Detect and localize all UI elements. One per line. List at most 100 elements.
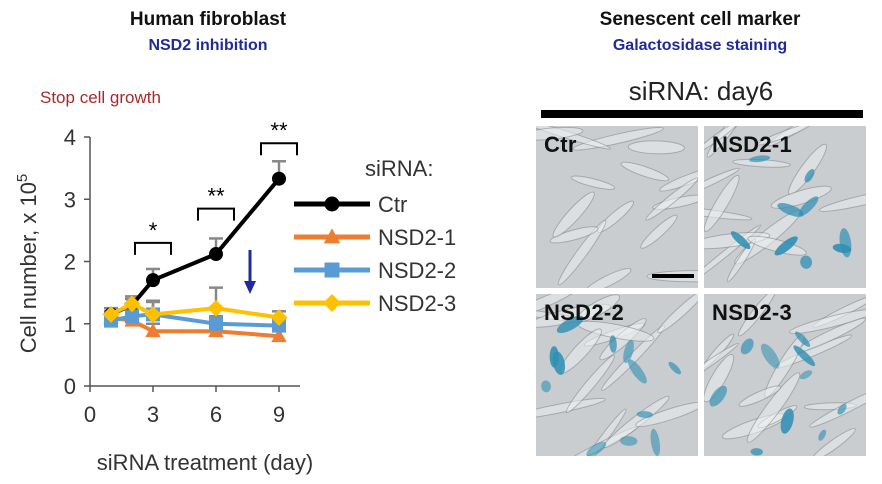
- cell-outline: [789, 309, 866, 334]
- scale-bar: [652, 274, 694, 278]
- legend-marker-nsd2-1: [323, 228, 341, 244]
- significance-label: *: [149, 218, 158, 243]
- cell-outline: [645, 177, 698, 221]
- cell-outline: [549, 226, 599, 244]
- data-point-nsd2-3: [207, 299, 225, 317]
- stain-spot: [549, 346, 559, 368]
- cell-outline: [640, 214, 678, 249]
- data-point-nsd2-2: [125, 309, 139, 324]
- cell-outline: [704, 205, 753, 221]
- down-arrow-head-icon: [244, 281, 256, 294]
- stain-spot: [832, 243, 852, 253]
- cell-outline: [704, 126, 739, 153]
- significance-bracket: [134, 241, 172, 255]
- stain-spot: [839, 228, 852, 258]
- stain-spot: [800, 255, 813, 269]
- stain-spot: [730, 231, 751, 250]
- growth-annotation: Stop cell growth: [40, 88, 161, 107]
- data-point-ctr: [209, 247, 223, 262]
- legend-label-nsd2-2: NSD2-2: [378, 258, 456, 283]
- left-subtitle: NSD2 inhibition: [148, 37, 268, 54]
- cell-outline: [627, 140, 685, 155]
- legend-marker-nsd2-3: [323, 294, 341, 312]
- stain-spot: [799, 370, 813, 380]
- cell-outline: [704, 231, 771, 250]
- panel-ctr: Ctr: [536, 126, 698, 288]
- banner-label: siRNA: day6: [628, 76, 774, 106]
- stain-spot: [619, 436, 638, 446]
- left-title: Human fibroblast: [129, 9, 287, 30]
- significance-bracket: [197, 207, 235, 221]
- cell-outline: [565, 355, 615, 414]
- legend-label-nsd2-1: NSD2-1: [378, 225, 456, 250]
- y-tick-label: 3: [64, 187, 76, 212]
- x-axis-label: siRNA treatment (day): [97, 450, 313, 475]
- x-tick-label: 3: [147, 402, 159, 427]
- panel-nsd2-1: NSD2-1: [704, 126, 866, 288]
- significance-label: **: [270, 118, 288, 143]
- stain-spot: [628, 359, 647, 384]
- y-tick-label: 2: [64, 250, 76, 275]
- cell-outline: [536, 126, 584, 141]
- data-point-nsd2-3: [270, 309, 288, 326]
- y-tick-label: 1: [64, 312, 76, 337]
- cell-outline: [809, 384, 866, 428]
- stain-spot: [793, 345, 816, 367]
- stain-spot: [609, 335, 617, 353]
- cell-outline: [738, 385, 782, 407]
- legend-label-nsd2-3: NSD2-3: [378, 291, 456, 316]
- cell-outline: [738, 294, 777, 337]
- cell-outline: [818, 187, 866, 212]
- cell-outline: [536, 294, 580, 322]
- stain-spot: [750, 448, 763, 456]
- data-point-nsd2-3: [102, 306, 120, 323]
- stain-spot: [804, 169, 815, 183]
- legend-marker-nsd2-2: [324, 262, 340, 278]
- data-point-nsd2-3: [144, 306, 162, 323]
- cell-outline: [620, 161, 670, 182]
- panel-label-ctr: Ctr: [544, 132, 577, 157]
- stain-spot: [541, 380, 551, 393]
- legend-label-ctr: Ctr: [378, 192, 407, 217]
- cell-outline: [704, 342, 739, 392]
- stain-spot: [818, 429, 827, 441]
- stain-spot: [556, 315, 584, 334]
- panel-nsd2-3: NSD2-3: [704, 294, 866, 456]
- right-title: Senescent cell marker: [599, 9, 801, 30]
- stain-spot: [740, 338, 754, 355]
- stain-spot: [777, 202, 804, 217]
- stain-spot: [623, 339, 634, 364]
- cell-outline: [557, 219, 607, 286]
- y-axis-label: Cell number, x 105: [14, 174, 41, 354]
- stain-spot: [650, 428, 661, 456]
- x-tick-label: 0: [84, 402, 96, 427]
- legend-title: siRNA:: [365, 156, 433, 181]
- series-line-ctr: [110, 177, 281, 317]
- stain-spot: [774, 236, 798, 256]
- stain-spot: [837, 403, 847, 415]
- significance-label: **: [207, 184, 225, 209]
- stain-spot: [798, 196, 819, 216]
- data-point-nsd2-1: [271, 328, 287, 343]
- data-point-nsd2-3: [123, 295, 141, 313]
- stain-spot: [709, 385, 727, 407]
- cell-outline: [657, 294, 698, 334]
- cell-outline: [746, 372, 801, 443]
- cell-outline: [704, 353, 735, 403]
- cell-outline: [810, 428, 856, 456]
- x-tick-label: 9: [273, 402, 285, 427]
- cell-outline: [770, 185, 832, 209]
- legend-marker-ctr: [324, 196, 340, 212]
- cell-outline: [704, 167, 740, 201]
- cell-outline: [570, 175, 616, 190]
- banner-bar: [541, 110, 863, 118]
- panel-label-nsd2-3: NSD2-3: [712, 300, 793, 325]
- cell-outline: [536, 397, 606, 420]
- data-point-ctr: [146, 273, 160, 288]
- significance-bracket: [260, 142, 298, 156]
- y-tick-label: 0: [64, 374, 76, 399]
- data-point-nsd2-1: [145, 323, 161, 338]
- cell-outline: [756, 126, 812, 146]
- stain-spot: [586, 441, 607, 456]
